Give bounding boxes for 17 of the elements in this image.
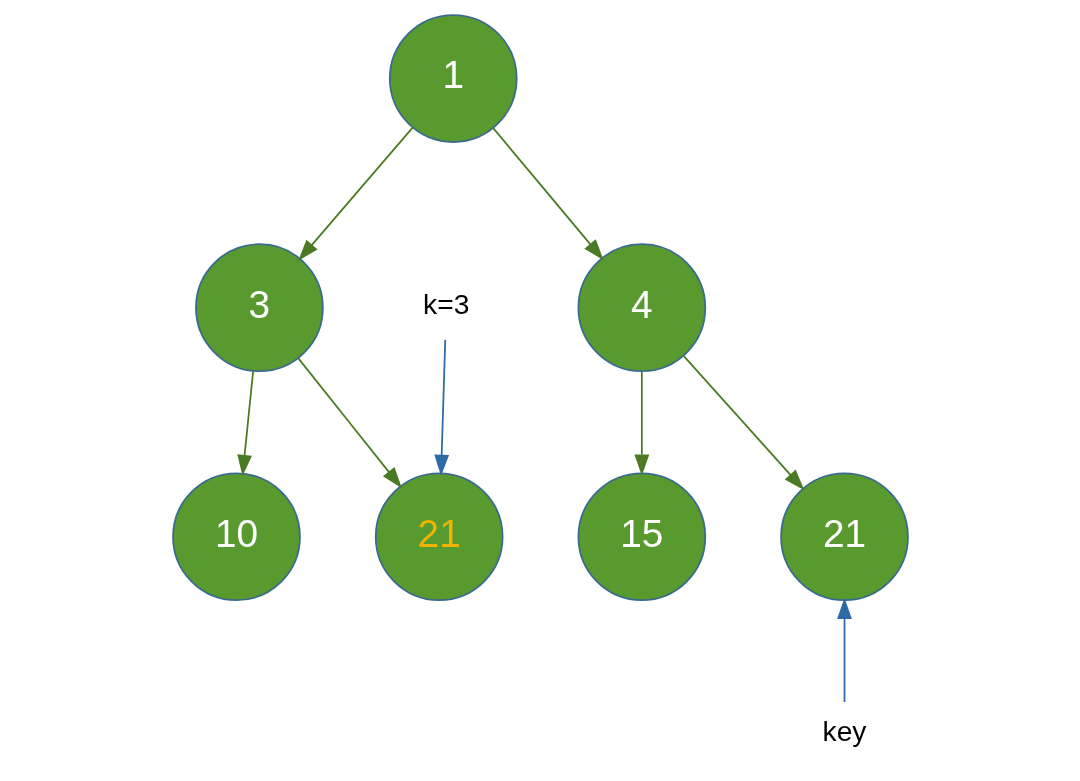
arrow — [491, 127, 604, 261]
node-circle: 10 — [171, 472, 301, 602]
node-circle: 4 — [577, 243, 706, 372]
arrow — [297, 126, 413, 261]
node-circle: 3 — [194, 243, 324, 372]
arrow — [836, 597, 852, 703]
node-circle: 21 — [374, 472, 503, 602]
arrow — [682, 355, 804, 491]
arrow — [297, 357, 402, 489]
node-circle: 21 — [779, 472, 909, 602]
arrow — [236, 370, 254, 477]
arrow — [633, 370, 649, 476]
node-circle: 1 — [388, 14, 518, 143]
node-text: key — [822, 714, 866, 747]
arrow — [433, 338, 449, 476]
node-circle: 15 — [577, 472, 706, 602]
node-text: k=3 — [422, 288, 469, 321]
